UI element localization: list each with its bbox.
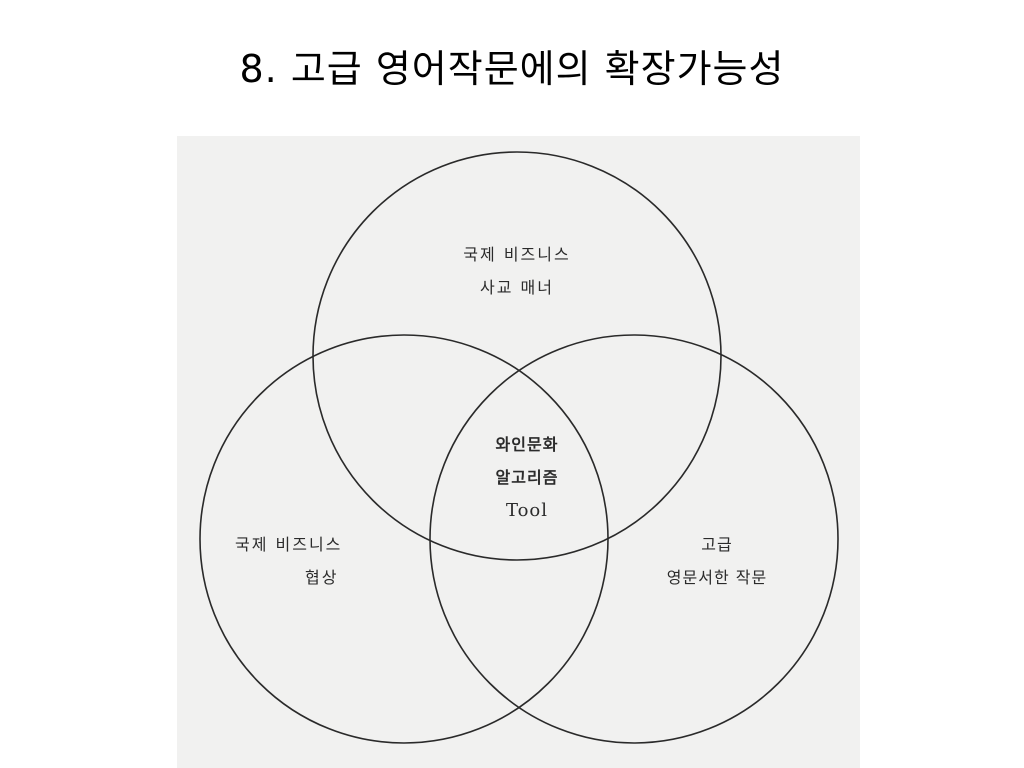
center-line1: 와인문화	[495, 435, 559, 454]
center-intersection-label: 와인문화 알고리즘 Tool	[467, 428, 587, 527]
center-line3: Tool	[505, 500, 549, 521]
top-circle-line2: 사교 매너	[480, 278, 554, 297]
right-circle-line1: 고급	[701, 535, 733, 554]
venn-diagram: 국제 비즈니스 사교 매너 국제 비즈니스 협상 고급 영문서한 작문 와인문화…	[177, 136, 860, 768]
top-circle-line1: 국제 비즈니스	[463, 245, 571, 264]
right-circle-label: 고급 영문서한 작문	[632, 528, 802, 594]
venn-circle-left	[199, 334, 609, 744]
left-circle-line1: 국제 비즈니스	[235, 535, 343, 554]
right-circle-line2: 영문서한 작문	[666, 568, 768, 587]
top-circle-label: 국제 비즈니스 사교 매너	[432, 238, 602, 304]
left-circle-label: 국제 비즈니스 협상	[235, 528, 375, 594]
venn-circle-right	[429, 334, 839, 744]
slide-title: 8. 고급 영어작문에의 확장가능성	[239, 47, 785, 91]
center-line2: 알고리즘	[495, 468, 559, 487]
venn-diagram-svg	[199, 151, 839, 744]
left-circle-line2: 협상	[305, 568, 339, 587]
